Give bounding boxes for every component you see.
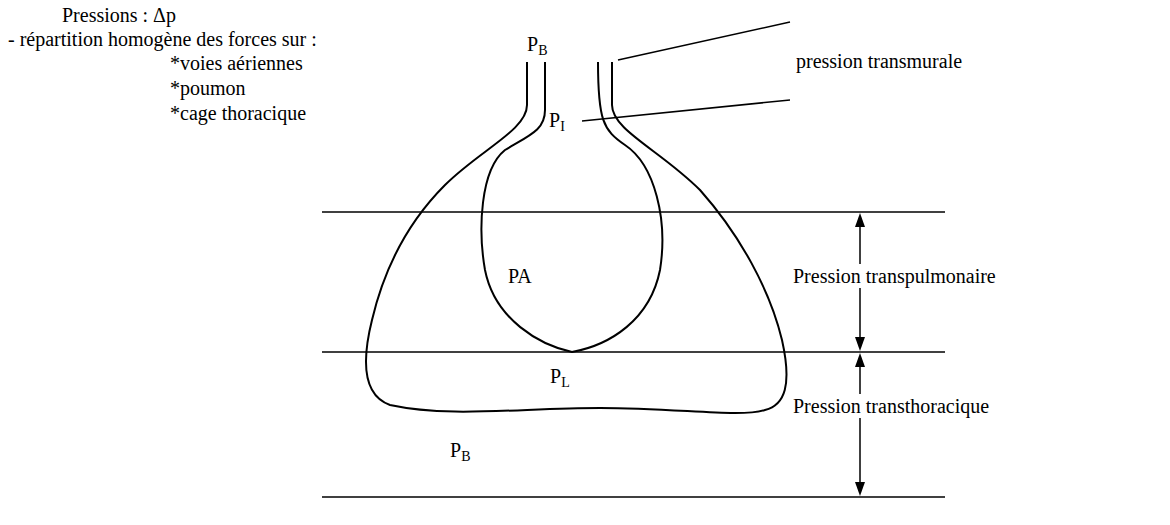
list-item: *voies aériennes (170, 51, 303, 75)
airway-pressure: PI (549, 108, 565, 132)
lung-outline (482, 62, 663, 352)
dimension-arrow (859, 362, 861, 487)
list-item: *poumon (170, 76, 246, 100)
thorax-outline (358, 58, 798, 420)
thorax-outline: PL PI PA (358, 58, 798, 420)
level-line (322, 496, 945, 498)
dimension-label: Pression transpulmonaire (790, 264, 999, 288)
list-item: *cage thoracique (170, 101, 306, 125)
dimension-label: Pression transthoracique (790, 394, 992, 418)
level-line (322, 351, 945, 353)
level-line (322, 211, 945, 213)
lung-outline: PI PA (476, 58, 672, 356)
alveolar-pressure: PA (508, 264, 532, 288)
arrow-head (855, 482, 865, 496)
arrow-head (855, 353, 865, 367)
thorax-outline (366, 62, 787, 413)
heading-text: Pressions : Δp (62, 3, 176, 27)
pleural-pressure: PL (550, 364, 570, 388)
callout-text: pression transmurale (796, 49, 962, 73)
lung-outline (476, 58, 672, 356)
pressure-symbol: PB (527, 32, 547, 56)
leader-line (618, 22, 790, 60)
pressure-symbol: PB (450, 438, 470, 462)
arrow-head (855, 337, 865, 351)
note-text: - répartition homogène des forces sur : (8, 27, 317, 51)
arrow-head (855, 213, 865, 227)
